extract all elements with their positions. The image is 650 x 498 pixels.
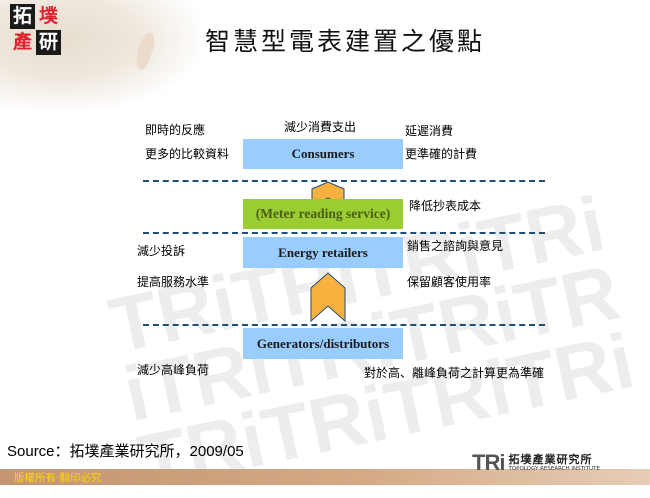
tier-divider xyxy=(143,232,545,234)
label-defer-consumption: 延遲消費 xyxy=(405,124,454,138)
logo-char: 拓 xyxy=(10,4,35,29)
logo-char: 產 xyxy=(12,31,32,53)
logo-char: 研 xyxy=(36,30,61,55)
brand-name-en: TOPOLOGY RESEARCH INSTITUTE xyxy=(508,466,600,472)
footer-bar xyxy=(0,469,650,485)
source-citation: Source：拓墣產業研究所，2009/05 xyxy=(7,443,244,460)
label-reduce-meter-reading-cost: 降低抄表成本 xyxy=(409,199,482,213)
label-sales-consultation: 銷售之諮詢與意見 xyxy=(407,239,504,253)
chevron-up-arrow-icon xyxy=(310,272,346,322)
brand-logo: 拓 墣 產 研 xyxy=(10,4,64,55)
tier-divider xyxy=(143,324,545,326)
label-instant-response: 即時的反應 xyxy=(145,123,206,137)
label-accurate-billing: 更準確的計費 xyxy=(405,147,478,161)
tier-divider xyxy=(143,180,545,182)
label-customer-retention: 保留顧客使用率 xyxy=(407,275,492,289)
slide-title: 智慧型電表建置之優點 xyxy=(205,27,486,56)
label-raise-service-level: 提高服務水準 xyxy=(137,275,210,289)
label-reduce-spending: 減少消費支出 xyxy=(284,120,357,134)
brand-name-cn: 拓墣產業研究所 xyxy=(508,453,593,466)
meter-reading-service-box: (Meter reading service) xyxy=(243,199,403,229)
label-reduce-peak-load: 減少高峰負荷 xyxy=(137,363,210,377)
tri-brand-logo: TRi 拓墣產業研究所 TOPOLOGY RESEARCH INSTITUTE xyxy=(472,450,600,475)
copyright-notice: 版權所有‧翻印必究 xyxy=(14,472,102,484)
energy-retailers-box: Energy retailers xyxy=(243,237,403,268)
generators-distributors-box: Generators/distributors xyxy=(243,328,403,359)
consumers-box: Consumers xyxy=(243,139,403,169)
label-reduce-complaints: 減少投訴 xyxy=(137,244,186,258)
label-accurate-peak-calculation: 對於高、離峰負荷之計算更為準確 xyxy=(364,366,545,380)
label-more-comparison-data: 更多的比較資料 xyxy=(145,147,230,161)
logo-char: 墣 xyxy=(38,5,58,27)
tri-mark: TRi xyxy=(472,450,505,475)
